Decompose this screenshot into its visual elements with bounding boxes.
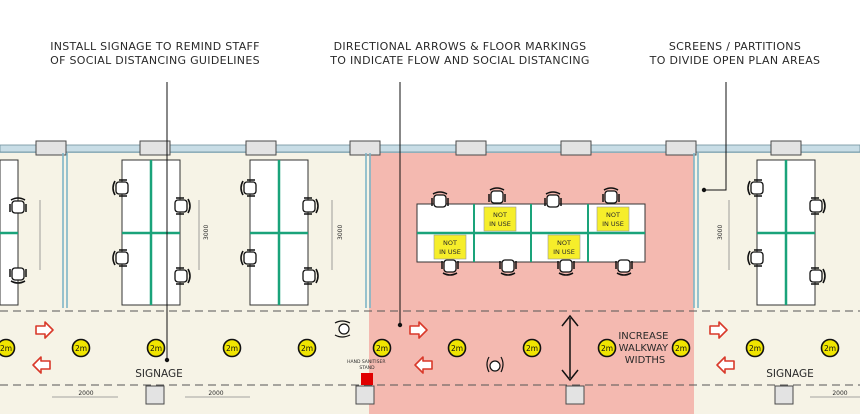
distance-marker: 2m: [820, 338, 840, 358]
sanitiser-label: HAND SANITISER STAND: [347, 359, 387, 371]
desk-dimension-3: 3000: [717, 225, 724, 240]
external-wall: [0, 144, 860, 153]
annotation-floor-markings: DIRECTIONAL ARROWS & FLOOR MARKINGS TO I…: [330, 40, 590, 67]
bottom-columns: [145, 385, 794, 405]
distance-marker-label: 2m: [226, 344, 238, 353]
distance-marker: 2m: [297, 338, 317, 358]
distance-marker-label: 2m: [75, 344, 87, 353]
person-icon: [486, 356, 504, 373]
person-icon: [334, 320, 351, 338]
distance-marker: 2m: [522, 338, 542, 358]
distance-marker: 2m: [71, 338, 91, 358]
distance-marker-label: 2m: [0, 344, 12, 353]
walkway-width-arrow: [561, 314, 579, 382]
desk-dimension-1: 3000: [203, 225, 210, 240]
distance-marker: 2m: [745, 338, 765, 358]
distance-marker-label: 2m: [526, 344, 538, 353]
distance-marker: 2m: [372, 338, 392, 358]
distance-marker: 2m: [222, 338, 242, 358]
leader-lines: [166, 82, 727, 360]
desk-cluster-4: 3000: [717, 159, 826, 306]
restricted-zone: [369, 153, 694, 414]
distance-marker: 2m: [447, 338, 467, 358]
distance-marker-label: 2m: [301, 344, 313, 353]
distance-marker-label: 2m: [150, 344, 162, 353]
hand-sanitiser-stand: [361, 373, 373, 385]
desk-dimension-2: 3000: [337, 225, 344, 240]
walkway-label: INCREASE WALKWAY WIDTHS: [618, 331, 671, 366]
desk-cluster-3: 3000: [240, 159, 344, 306]
annotation-screens: SCREENS / PARTITIONS TO DIVIDE OPEN PLAN…: [649, 40, 821, 67]
signage-label-left: SIGNAGE: [135, 368, 183, 380]
distance-markers: 2m 2m 2m 2m 2m 2m 2m 2m 2m 2m 2m 2m: [0, 338, 840, 358]
distance-marker-label: 2m: [824, 344, 836, 353]
distance-marker-label: 2m: [451, 344, 463, 353]
desk-cluster-1: [0, 159, 41, 306]
leader-dots: [164, 187, 707, 363]
interior-walls: [62, 153, 699, 308]
signage-label-right: SIGNAGE: [766, 368, 814, 380]
wall-columns: [35, 140, 802, 156]
distance-marker: 2m: [146, 338, 166, 358]
walkway-dimension-1: 2000: [78, 390, 93, 397]
walkway-dimension-2: 2000: [208, 390, 223, 397]
distance-marker-label: 2m: [376, 344, 388, 353]
distance-marker-label: 2m: [749, 344, 761, 353]
desk-cluster-2: 3000: [112, 159, 210, 306]
walkway-boundaries: [0, 310, 860, 386]
annotation-signage: INSTALL SIGNAGE TO REMIND STAFF OF SOCIA…: [50, 40, 260, 67]
distance-marker-label: 2m: [675, 344, 687, 353]
distance-marker-label: 2m: [601, 344, 613, 353]
distance-marker: 2m: [671, 338, 691, 358]
distance-marker: 2m: [0, 338, 16, 358]
walkway-dimension-3: 2000: [832, 390, 847, 397]
distance-marker: 2m: [597, 338, 617, 358]
